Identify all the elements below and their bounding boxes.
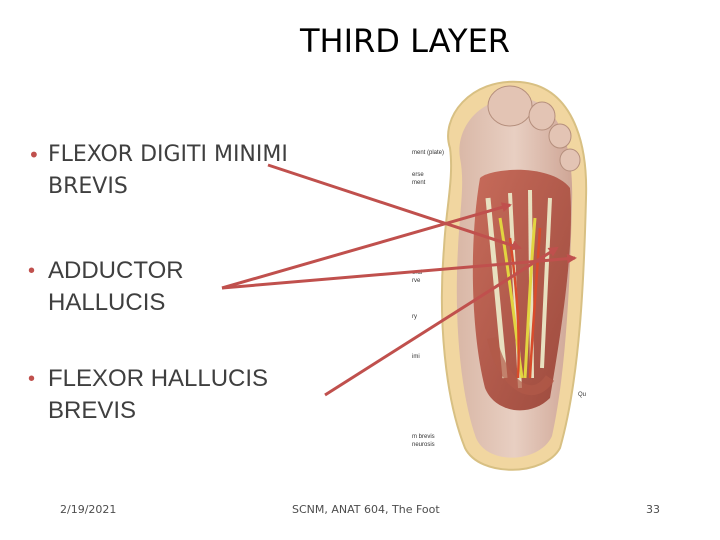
figure-label: m brevis (412, 434, 435, 440)
bullet-marker: • (28, 260, 36, 282)
figure-label: ry (412, 314, 417, 320)
figure-label: erse (412, 172, 424, 178)
bullet-line-2: HALLUCIS (48, 289, 166, 316)
figure-label: rve (412, 278, 421, 284)
bullet-flexor-digiti-minimi: • FLEXOR DIGITI MINIMI BREVIS (28, 139, 288, 203)
bullet-line-1: FLEXOR HALLUCIS (48, 365, 269, 392)
figure-label: neurosis (412, 442, 435, 448)
bullet-line-1: ADDUCTOR (48, 257, 184, 284)
bullet-marker: • (28, 143, 40, 167)
slide-title: THIRD LAYER (299, 22, 511, 60)
figure-label: imi (412, 354, 420, 360)
bullet-line-1: FLEXOR DIGITI MINIMI (48, 142, 288, 167)
bullet-flexor-hallucis-brevis: • FLEXOR HALLUCIS BREVIS (28, 363, 268, 427)
footer-date: 2/19/2021 (60, 503, 117, 516)
footer-page-number: 33 (646, 503, 660, 516)
figure-label: ment (412, 180, 426, 186)
bullet-adductor-hallucis: • ADDUCTOR HALLUCIS (28, 255, 184, 319)
bullet-line-2: BREVIS (48, 397, 137, 424)
figure-label: eral (412, 270, 422, 276)
foot-anatomy-illustration: ment (plate) erse ment eral rve ry imi Q… (410, 78, 594, 478)
bullet-line-2: BREVIS (48, 174, 128, 199)
footer-course: SCNM, ANAT 604, The Foot (292, 503, 440, 516)
figure-label: Qu (578, 392, 586, 398)
figure-label: ment (plate) (412, 150, 444, 156)
bullet-marker: • (28, 368, 36, 390)
